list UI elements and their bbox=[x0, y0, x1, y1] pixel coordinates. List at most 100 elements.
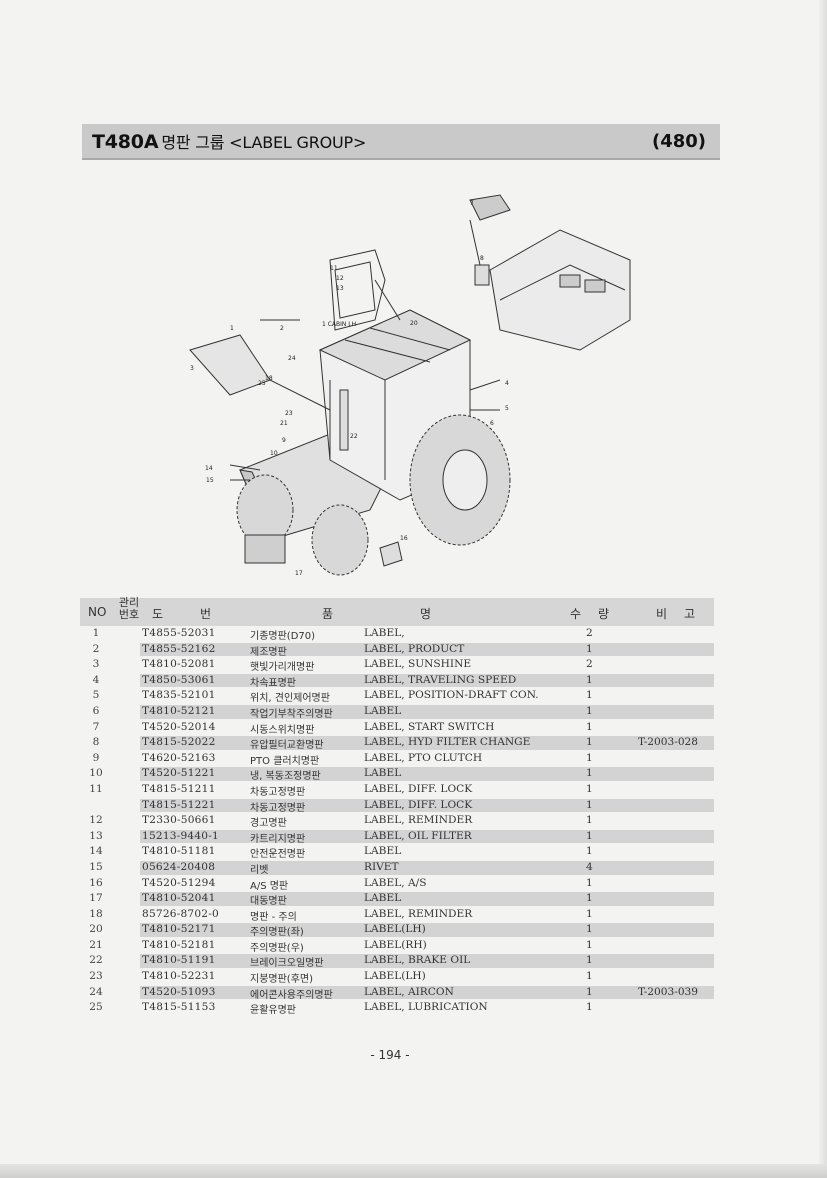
row-no: 8 bbox=[92, 736, 100, 749]
front-wheel-right bbox=[311, 504, 369, 576]
row-no: 18 bbox=[89, 907, 103, 920]
quantity: 1 bbox=[586, 689, 593, 702]
callout-6: 6 bbox=[490, 420, 494, 427]
part-number: T4810-51191 bbox=[142, 954, 216, 967]
korean-name: 주의명판(좌) bbox=[250, 927, 304, 939]
part-number: T4810-52041 bbox=[142, 892, 216, 905]
english-name: LABEL, POSITION-DRAFT CON. bbox=[364, 689, 539, 702]
row-no: 22 bbox=[89, 954, 103, 967]
part-number: T4815-52022 bbox=[142, 736, 216, 749]
row-no: 3 bbox=[92, 658, 100, 671]
part-number: T4810-52081 bbox=[142, 658, 216, 671]
korean-name: 햇빛가리개명판 bbox=[250, 662, 315, 674]
english-name: LABEL bbox=[364, 845, 402, 858]
row-no: 6 bbox=[92, 704, 100, 717]
part-number: 05624-20408 bbox=[142, 860, 216, 873]
row-no: 9 bbox=[92, 751, 100, 764]
row-no: 2 bbox=[92, 642, 100, 655]
cab-label: 1 CABIN LH bbox=[322, 321, 356, 328]
korean-name: 에어콘사용주의명판 bbox=[250, 989, 333, 1001]
col-part-number-1: 도 bbox=[152, 607, 164, 621]
col-part-number-2: 번 bbox=[200, 607, 212, 621]
english-name: LABEL, BRAKE OIL bbox=[364, 954, 471, 967]
row-no: 14 bbox=[89, 845, 103, 858]
korean-name: 차속표명판 bbox=[250, 677, 296, 689]
korean-name: PTO 클러치명판 bbox=[250, 755, 320, 767]
english-name: LABEL, PRODUCT bbox=[364, 642, 465, 655]
front-weights bbox=[244, 534, 286, 564]
korean-name: 리벳 bbox=[250, 864, 269, 876]
col-qty-1: 수 bbox=[570, 607, 582, 621]
quantity: 1 bbox=[586, 642, 593, 655]
row-no: 4 bbox=[92, 673, 100, 686]
english-name: LABEL, SUNSHINE bbox=[364, 658, 472, 671]
row-no: 21 bbox=[89, 938, 103, 951]
korean-name: 기종명판(D70) bbox=[250, 631, 316, 642]
row-no: 11 bbox=[89, 782, 103, 795]
group-title: 명판 그룹 <LABEL GROUP> bbox=[161, 133, 367, 152]
col-no: NO bbox=[88, 605, 107, 619]
page-bottom-edge bbox=[0, 1164, 827, 1178]
quantity: 1 bbox=[586, 892, 593, 905]
row-no: 16 bbox=[89, 876, 103, 889]
callout-7: 7 bbox=[470, 200, 474, 207]
callout-3: 3 bbox=[190, 365, 194, 372]
english-name: LABEL, bbox=[364, 627, 405, 639]
exhaust-pipe bbox=[339, 389, 349, 451]
part-number: T4520-51294 bbox=[142, 876, 216, 889]
quantity: 1 bbox=[586, 798, 593, 811]
col-remark-1: 비 bbox=[656, 607, 668, 621]
part-number: T4815-51153 bbox=[142, 1001, 216, 1014]
quantity: 1 bbox=[586, 1001, 593, 1014]
part-number: T4855-52031 bbox=[142, 627, 216, 639]
remark: T-2003-028 bbox=[638, 736, 699, 749]
row-no: 17 bbox=[89, 892, 103, 905]
english-name: RIVET bbox=[364, 860, 399, 873]
callout-1: 1 bbox=[230, 325, 234, 332]
english-name: LABEL bbox=[364, 704, 402, 717]
english-name: LABEL, HYD FILTER CHANGE bbox=[364, 736, 531, 749]
english-name: LABEL, REMINDER bbox=[364, 907, 473, 920]
cartridge-detail bbox=[379, 541, 403, 567]
korean-name: 위치, 견인제어명판 bbox=[250, 693, 330, 705]
part-number: T4815-51211 bbox=[142, 782, 216, 795]
row-no: 23 bbox=[89, 970, 103, 983]
part-number: T4810-52171 bbox=[142, 923, 216, 936]
english-name: LABEL, TRAVELING SPEED bbox=[364, 673, 517, 686]
rear-fender-detail bbox=[489, 229, 631, 351]
col-name-2: 명 bbox=[420, 607, 432, 621]
callout-16: 16 bbox=[400, 535, 408, 542]
english-name: LABEL(LH) bbox=[364, 923, 426, 936]
col-remark-2: 고 bbox=[684, 607, 696, 621]
korean-name: 브레이크오일명판 bbox=[250, 958, 324, 970]
cab-frame-detail bbox=[329, 249, 386, 331]
switch-panel-detail bbox=[469, 194, 511, 221]
callout-22: 22 bbox=[350, 433, 358, 440]
row-no: 25 bbox=[89, 1001, 103, 1014]
callout-4: 4 bbox=[505, 380, 509, 387]
quantity: 1 bbox=[586, 985, 593, 998]
group-code: (480) bbox=[651, 130, 706, 152]
quantity: 1 bbox=[586, 704, 593, 717]
part-number: T4520-52014 bbox=[142, 720, 216, 733]
page-number: - 194 - bbox=[370, 1048, 410, 1062]
quantity: 1 bbox=[586, 970, 593, 983]
part-number: T4620-52163 bbox=[142, 751, 216, 764]
quantity: 1 bbox=[586, 876, 593, 889]
quantity: 1 bbox=[586, 845, 593, 858]
korean-name: 제조명판 bbox=[250, 646, 287, 658]
front-wheel-left bbox=[236, 474, 294, 546]
korean-name: 작업기부착주의명판 bbox=[250, 708, 333, 720]
quantity: 1 bbox=[586, 767, 593, 780]
quantity: 4 bbox=[586, 860, 593, 873]
row-no: 13 bbox=[89, 829, 103, 842]
